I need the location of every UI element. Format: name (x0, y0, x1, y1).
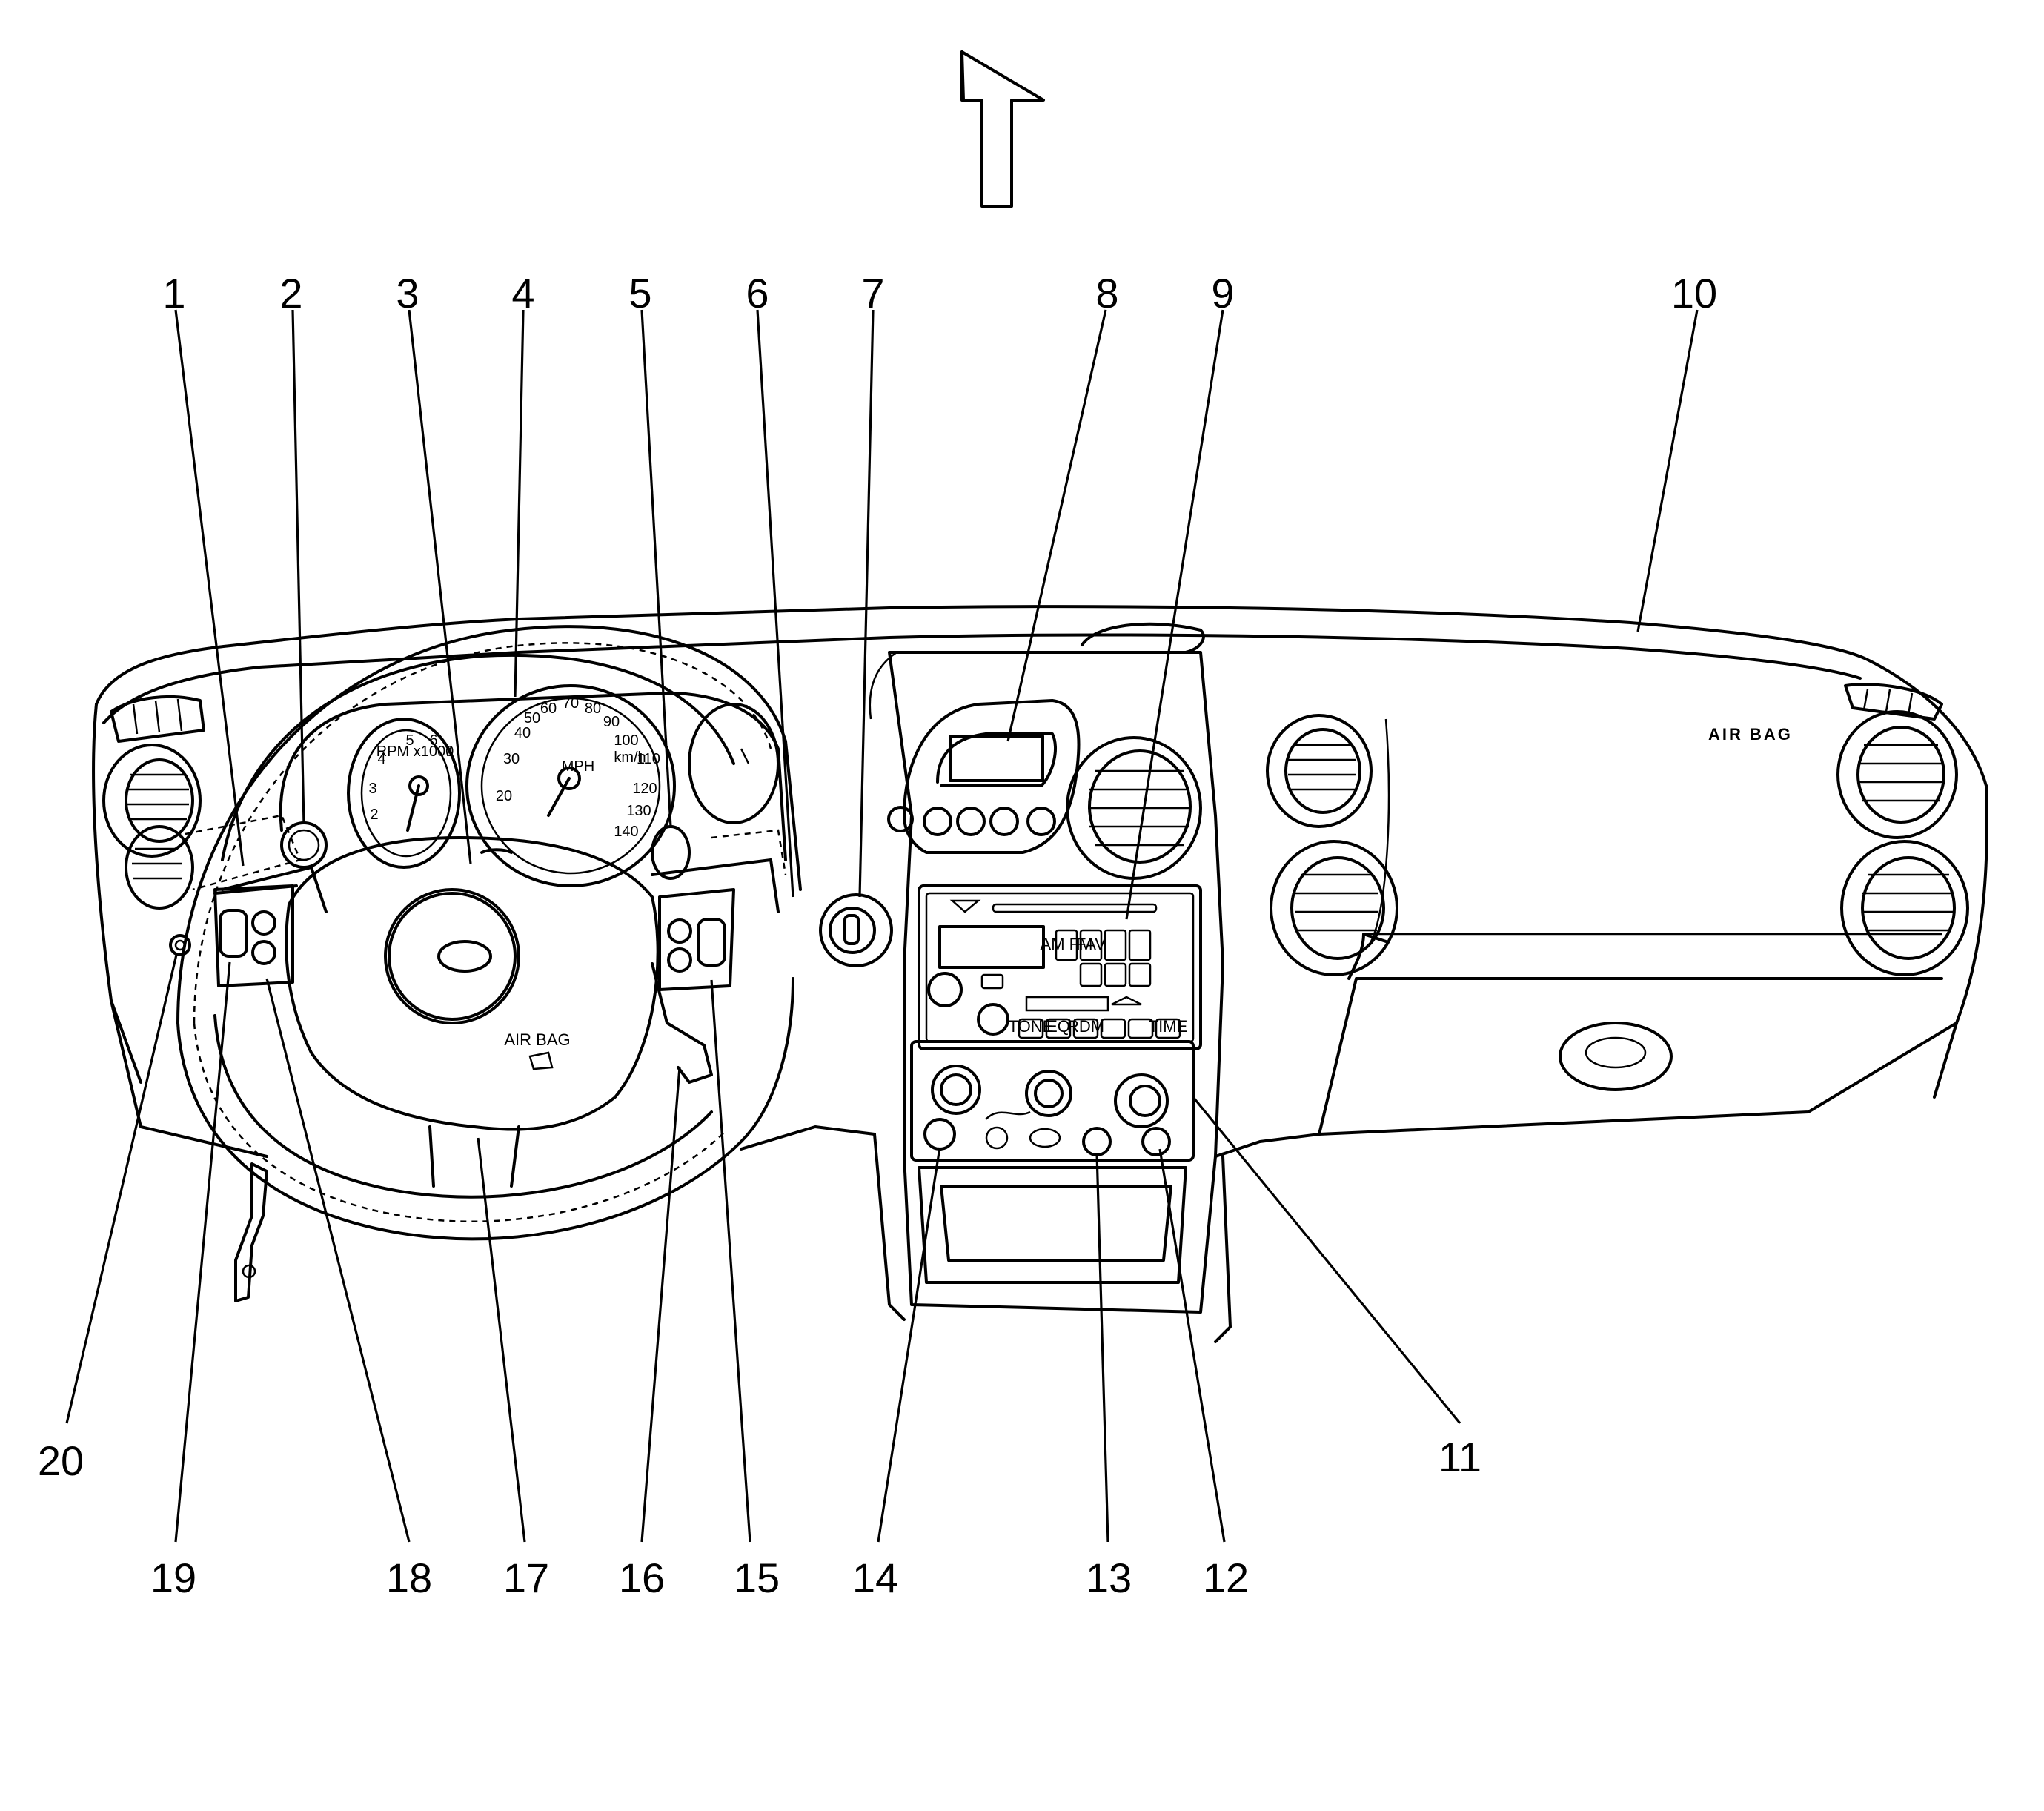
radio-button-eq: EQ (1046, 1017, 1070, 1036)
forward-arrow-icon (960, 50, 1045, 208)
tach-tick-7: 7 (444, 744, 452, 760)
center-stack: AM FM FAV TONE EQ RDM TIME (887, 651, 1224, 1314)
callout-8: 8 (1095, 270, 1118, 317)
speedo-kmh: km/h (614, 749, 646, 766)
speedo-tick-70: 70 (563, 695, 579, 712)
callout-10: 10 (1671, 270, 1717, 317)
ignition-switch (819, 893, 893, 967)
right-outboard-vents (1836, 683, 1969, 976)
radio: AM FM FAV TONE EQ RDM TIME (918, 884, 1202, 1050)
callout-9: 9 (1211, 270, 1234, 317)
radio-button-fav: FAV (1076, 935, 1106, 953)
speedo-tick-130: 130 (626, 803, 651, 819)
callout-4: 4 (511, 270, 534, 317)
steering-wheel: AIR BAG (176, 625, 802, 1241)
instrument-cluster: RPM x1000 MPH km/h 2 3 4 5 6 7 20 30 40 … (279, 684, 787, 887)
tach-tick-5: 5 (405, 732, 414, 749)
callout-5: 5 (628, 270, 651, 317)
callout-1: 1 (162, 270, 185, 317)
center-vent (1066, 736, 1202, 880)
tach-tick-4: 4 (377, 751, 385, 767)
speedo-tick-60: 60 (540, 701, 557, 717)
headlamp-switch (169, 934, 191, 956)
callout-18: 18 (386, 1555, 432, 1601)
passenger-airbag-text: AIR BAG (1708, 725, 1793, 744)
dashboard-outline (92, 605, 1988, 1343)
callout-16: 16 (619, 1555, 665, 1601)
speedo-tick-100: 100 (614, 732, 638, 749)
callout-12: 12 (1203, 1555, 1249, 1601)
speedo-tick-80: 80 (585, 701, 601, 717)
speedo-tick-50: 50 (524, 710, 540, 726)
callout-7: 7 (861, 270, 884, 317)
speedo-tick-20: 20 (496, 788, 512, 804)
right-center-vents (1266, 714, 1398, 976)
radio-button-tone: TONE (1009, 1017, 1054, 1036)
radio-button-am-fm: AM FM (1041, 935, 1093, 953)
speedo-tick-30: 30 (503, 751, 520, 767)
callout-2: 2 (279, 270, 302, 317)
callout-17: 17 (503, 1555, 549, 1601)
speedo-tick-90: 90 (603, 714, 620, 730)
callout-13: 13 (1086, 1555, 1132, 1601)
callout-3: 3 (396, 270, 419, 317)
tach-tick-3: 3 (368, 781, 376, 797)
tach-tick-2: 2 (370, 807, 378, 823)
callout-20: 20 (38, 1437, 84, 1484)
speedo-tick-120: 120 (632, 781, 657, 797)
callout-14: 14 (852, 1555, 898, 1601)
pedal-area (234, 1162, 268, 1302)
speedo-tick-40: 40 (514, 725, 531, 741)
speedo-unit: MPH (562, 758, 594, 775)
hvac-controls (910, 1040, 1195, 1162)
radio-button-time: TIME (1149, 1017, 1188, 1036)
callout-labels: 1 2 3 4 5 6 7 8 9 10 11 12 13 14 15 16 1… (38, 270, 1717, 1601)
wheel-airbag-text: AIR BAG (504, 1030, 570, 1049)
horn-icon (528, 1051, 554, 1070)
storage-pocket (918, 1166, 1187, 1284)
callout-6: 6 (746, 270, 769, 317)
callout-15: 15 (734, 1555, 780, 1601)
tach-unit: RPM x1000 (376, 744, 454, 760)
tach-tick-6: 6 (429, 732, 437, 749)
gt-emblem-icon (437, 940, 492, 973)
speedo-tick-110: 110 (637, 751, 660, 767)
speedo-tick-140: 140 (614, 824, 638, 840)
radio-button-rdm: RDM (1067, 1017, 1104, 1036)
callout-11: 11 (1439, 1434, 1481, 1480)
callout-19: 19 (150, 1555, 196, 1601)
left-outboard-vent (102, 695, 205, 910)
dic-buttons (887, 806, 1056, 836)
driver-information-display (949, 735, 1044, 782)
callout-leaders (65, 309, 1699, 1543)
